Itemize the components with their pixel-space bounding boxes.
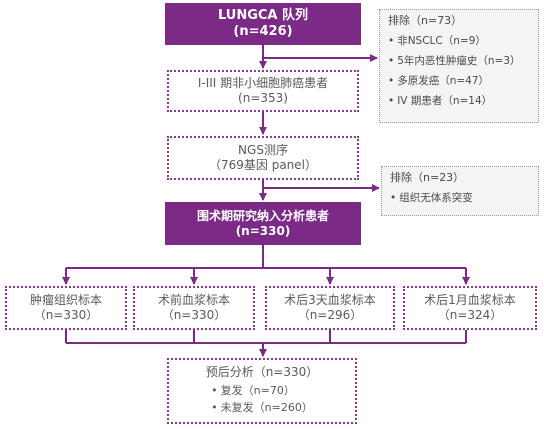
sample-title: 术前血浆标本 [157, 293, 230, 307]
exclusion-2-title: 排除（n=23） [390, 171, 465, 184]
stage-box: I-III 期非小细胞肺癌患者 (n=353) [167, 70, 359, 112]
exclusion-box-2: 排除（n=23） 组织无体系突变 [381, 166, 539, 216]
ngs-detail: （769基因 panel） [208, 158, 317, 172]
sample-title: 术后3天血浆标本 [284, 293, 376, 307]
sample-title: 术后1月血浆标本 [424, 293, 516, 307]
stage-count: (n=353) [238, 91, 288, 105]
sample-count: （n=330） [161, 308, 227, 322]
exclusion-2-item: 组织无体系突变 [390, 188, 538, 208]
exclusion-box-1: 排除（n=73） 非NSCLC（n=9） 5年内恶性肿瘤史（n=3） 多原发癌（… [379, 9, 539, 123]
sample-box-postop-3d-plasma: 术后3天血浆标本 （n=296） [265, 286, 395, 330]
ngs-title: NGS测序 [238, 143, 288, 157]
sample-box-preop-plasma: 术前血浆标本 （n=330） [133, 286, 255, 330]
enrolled-title: 围术期研究纳入分析患者 [196, 208, 329, 223]
exclusion-1-item: IV 期患者（n=14） [388, 91, 538, 111]
sample-title: 肿瘤组织标本 [29, 293, 102, 307]
sample-box-tumor-tissue: 肿瘤组织标本 （n=330） [5, 286, 127, 330]
exclusion-1-item: 多原发癌（n=47） [388, 71, 538, 91]
prognosis-item-relapse: 复发（n=70） [211, 382, 313, 399]
exclusion-1-item: 非NSCLC（n=9） [388, 31, 538, 51]
sample-count: （n=330） [33, 308, 99, 322]
cohort-count: (n=426) [233, 24, 293, 39]
exclusion-1-item: 5年内恶性肿瘤史（n=3） [388, 51, 538, 71]
cohort-box: LUNGCA 队列 (n=426) [165, 3, 361, 45]
ngs-box: NGS测序 （769基因 panel） [167, 136, 359, 180]
cohort-title: LUNGCA 队列 [217, 7, 309, 23]
enrolled-count: (n=330) [235, 223, 291, 238]
prognosis-list: 复发（n=70） 未复发（n=260） [211, 382, 313, 416]
sample-count: （n=296） [297, 308, 363, 322]
prognosis-item-no-relapse: 未复发（n=260） [211, 399, 313, 416]
sample-count: （n=324） [437, 308, 503, 322]
stage-title: I-III 期非小细胞肺癌患者 [197, 76, 329, 90]
exclusion-1-title: 排除（n=73） [388, 14, 463, 27]
prognosis-box: 预后分析（n=330） 复发（n=70） 未复发（n=260） [167, 358, 357, 424]
sample-box-postop-1m-plasma: 术后1月血浆标本 （n=324） [403, 286, 537, 330]
prognosis-title: 预后分析（n=330） [205, 365, 319, 379]
enrolled-box: 围术期研究纳入分析患者 (n=330) [165, 202, 361, 245]
